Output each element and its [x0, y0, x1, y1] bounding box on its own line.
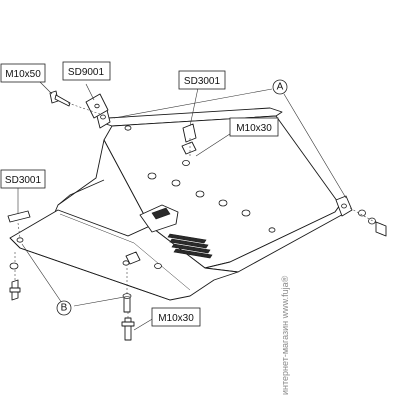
label-sd9001-text: SD9001 — [68, 67, 105, 78]
label-sd3001-top-text: SD3001 — [184, 76, 221, 87]
label-sd9001: SD9001 — [62, 61, 111, 81]
label-m10x30-top-text: M10x30 — [236, 123, 272, 134]
mount-hole — [122, 260, 130, 266]
leader-lines — [17, 81, 347, 331]
hardware — [7, 90, 387, 341]
label-m10x50: M10x50 — [0, 63, 46, 83]
bracket-slot — [151, 207, 171, 220]
mount-hole — [147, 172, 157, 180]
mount-hole — [154, 263, 162, 269]
washer — [368, 217, 376, 225]
callout-a: A — [272, 79, 288, 95]
callout-a-text: A — [277, 82, 284, 93]
callout-b-text: B — [61, 303, 68, 314]
mount-hole — [241, 209, 251, 217]
mount-hole — [218, 199, 228, 207]
lower-plate-edge — [9, 237, 171, 301]
sd3001-clip-loose — [182, 123, 197, 143]
label-m10x30-top: M10x30 — [229, 117, 279, 137]
vent-slots — [167, 233, 213, 259]
label-m10x30-bottom: M10x30 — [151, 307, 201, 327]
m10x30-bolt-bottom — [121, 317, 135, 341]
mount-hole — [16, 237, 24, 243]
lower-plate-crease — [59, 213, 191, 291]
bolt-lower-left — [9, 279, 21, 301]
left-wing-fold — [57, 179, 105, 206]
mount-hole — [124, 125, 132, 131]
mount-hole — [341, 203, 347, 209]
mount-hole — [268, 227, 276, 233]
assembly-lines — [14, 102, 379, 320]
mount-hole — [94, 103, 100, 109]
sd3001-left-clip — [7, 210, 31, 223]
m10x50-bolt — [49, 90, 71, 107]
mount-hole — [100, 114, 106, 120]
label-sd3001-left-text: SD3001 — [5, 175, 42, 186]
skid-plate — [9, 105, 353, 301]
mount-hole — [182, 159, 190, 166]
clip-lower — [125, 251, 141, 265]
label-sd3001-top: SD3001 — [178, 70, 226, 90]
label-sd3001-left: SD3001 — [0, 169, 46, 189]
mount-hole — [171, 179, 181, 187]
label-m10x30-bottom-text: M10x30 — [158, 313, 194, 324]
mount-hole — [195, 190, 205, 198]
sd3001-clip-top — [181, 141, 197, 155]
label-m10x50-text: M10x50 — [5, 69, 41, 80]
washer — [9, 262, 19, 270]
watermark: интернет-магазин www.fuja® — [279, 275, 290, 395]
callout-b: B — [56, 300, 72, 316]
bolt-lower-mid — [122, 293, 132, 313]
nut-right — [375, 221, 387, 237]
